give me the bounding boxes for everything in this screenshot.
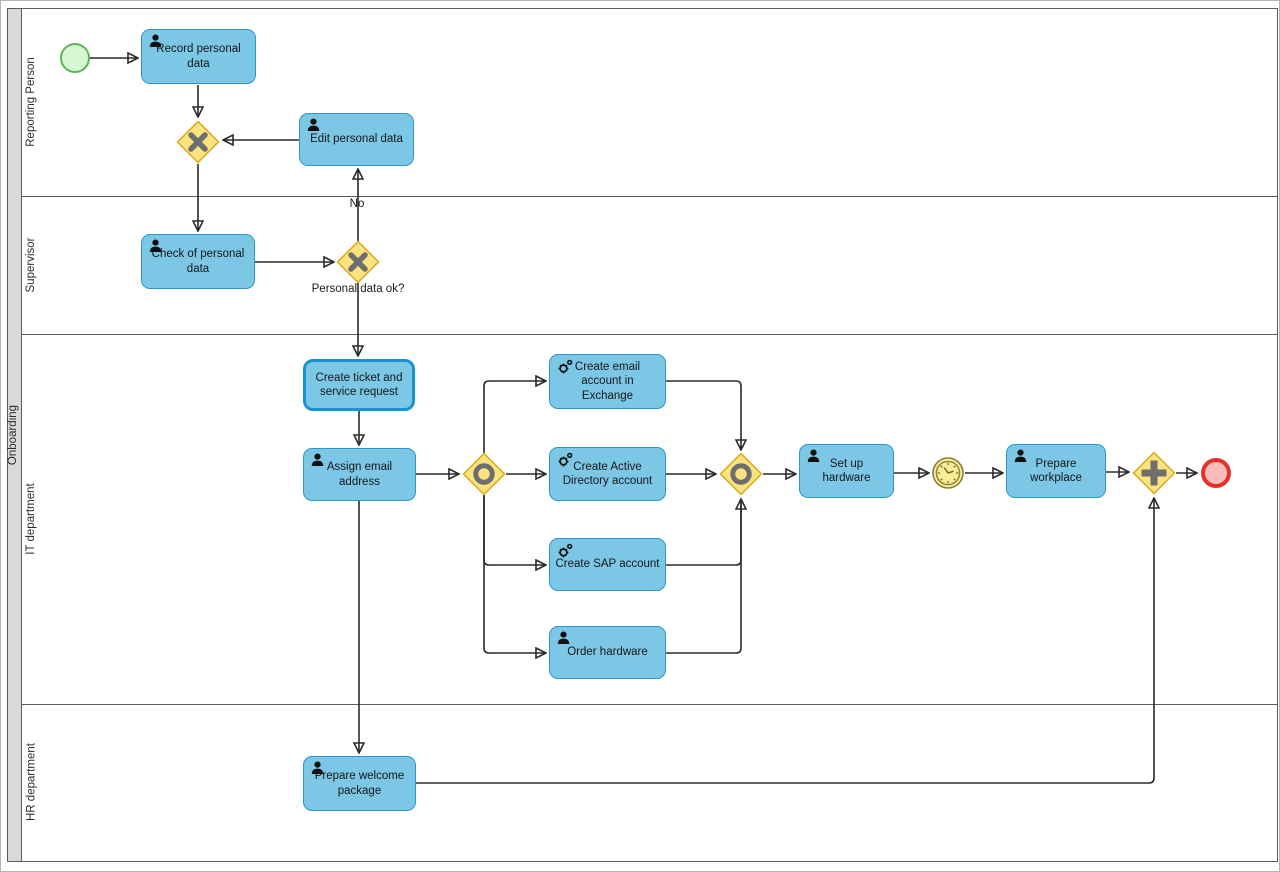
exclusive-gateway-merge[interactable] (176, 120, 220, 164)
service-gears-icon (558, 359, 573, 374)
task-label: Create SAP account (555, 558, 660, 571)
task-create-active-directory-account[interactable]: Create Active Directory account (549, 447, 666, 501)
task-label: Edit personal data (310, 133, 403, 146)
task-prepare-workplace[interactable]: Prepare workplace (1006, 444, 1106, 498)
user-icon (149, 239, 162, 252)
inclusive-circle-icon (730, 463, 752, 485)
timer-event[interactable] (931, 456, 965, 490)
task-prepare-welcome-package[interactable]: Prepare welcome package (303, 756, 416, 811)
task-label: Set up hardware (822, 457, 871, 484)
task-label: Assign email address (326, 461, 393, 488)
pool-label: Onboarding (7, 404, 19, 466)
start-event[interactable] (60, 43, 90, 73)
task-assign-email-address[interactable]: Assign email address (303, 448, 416, 501)
plus-marker-icon (1141, 460, 1167, 486)
lane-label-it-department[interactable]: IT department (25, 483, 37, 555)
task-set-up-hardware[interactable]: Set up hardware (799, 444, 894, 498)
task-check-of-personal-data[interactable]: Check of personal data (141, 234, 255, 289)
task-label: Prepare welcome package (314, 770, 405, 797)
timer-clock-icon (937, 462, 959, 484)
user-icon (149, 34, 162, 47)
user-icon (1014, 449, 1027, 462)
task-label: Prepare workplace (1030, 457, 1082, 484)
task-create-sap-account[interactable]: Create SAP account (549, 538, 666, 591)
user-icon (311, 453, 324, 466)
task-label: Create Active Directory account (562, 460, 653, 487)
user-icon (807, 449, 820, 462)
inclusive-gateway-split[interactable] (462, 452, 506, 496)
user-icon (307, 118, 320, 131)
task-label: Create email account in Exchange (574, 360, 641, 402)
lane-label-supervisor[interactable]: Supervisor (25, 237, 37, 293)
x-marker-icon (348, 252, 368, 272)
user-icon (311, 761, 324, 774)
exclusive-gateway-check[interactable] (336, 240, 380, 284)
parallel-gateway[interactable] (1132, 451, 1176, 495)
task-edit-personal-data[interactable]: Edit personal data (299, 113, 414, 166)
lane-divider (22, 196, 1278, 197)
task-label: Check of personal data (151, 248, 245, 275)
flow-label-no: No (349, 198, 365, 210)
pool-header[interactable] (7, 8, 22, 862)
task-label: Order hardware (567, 646, 648, 659)
lane-label-hr-department[interactable]: HR department (25, 743, 38, 821)
task-create-email-account-in-exchange[interactable]: Create email account in Exchange (549, 354, 666, 409)
lane-label-reporting-person[interactable]: Reporting Person (25, 57, 37, 147)
service-gears-icon (558, 543, 573, 558)
task-record-personal-data[interactable]: Record personal data (141, 29, 256, 84)
end-event[interactable] (1201, 458, 1231, 488)
inclusive-circle-icon (473, 463, 495, 485)
task-label: Record personal data (156, 43, 241, 70)
user-icon (557, 631, 570, 644)
task-label: Create ticket and service request (315, 371, 403, 398)
task-order-hardware[interactable]: Order hardware (549, 626, 666, 679)
lane-divider (22, 704, 1278, 705)
flow-label-personal-data-ok: Personal data ok? (311, 283, 405, 295)
x-marker-icon (188, 132, 208, 152)
lane-divider (22, 334, 1278, 335)
service-gears-icon (558, 452, 573, 467)
task-create-ticket-and-service-request[interactable]: Create ticket and service request (303, 359, 415, 411)
inclusive-gateway-join[interactable] (719, 452, 763, 496)
